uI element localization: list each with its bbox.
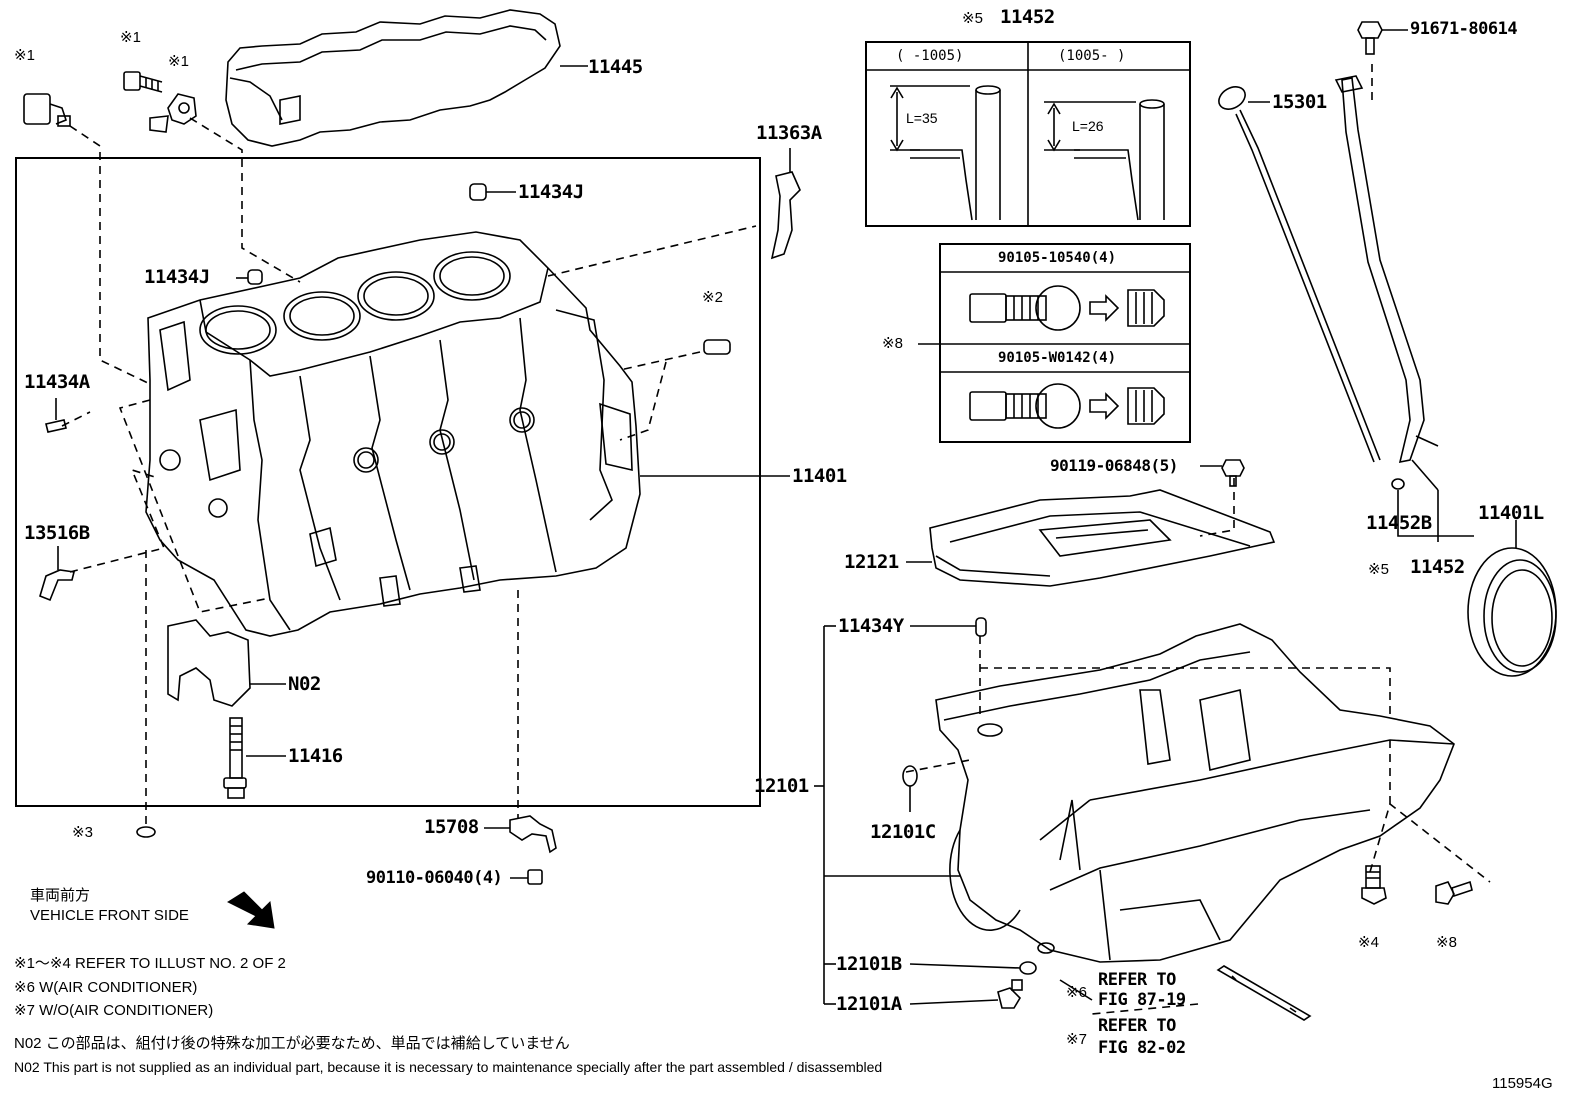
label-11434j-left: 11434J <box>144 266 210 288</box>
label-90105-10540: 90105-10540(4) <box>998 250 1117 266</box>
marker-1c: ※1 <box>168 53 189 70</box>
vehicle-front-en: VEHICLE FRONT SIDE <box>30 907 189 924</box>
label-11434y: 11434Y <box>838 615 904 637</box>
refer-6-line2: FIG 87-19 <box>1098 990 1186 1010</box>
baffle-12121-drawing <box>929 489 1276 587</box>
marker-7: ※7 <box>1066 1031 1087 1048</box>
marker-1b: ※1 <box>120 29 141 46</box>
note-w-ac: ※6 W(AIR CONDITIONER) <box>14 979 198 996</box>
dipstick-drawing <box>1218 86 1381 463</box>
pin-11434a <box>45 419 67 433</box>
label-12121: 12121 <box>844 551 899 573</box>
label-12101: 12101 <box>754 775 809 797</box>
label-11416: 11416 <box>288 745 343 767</box>
guide-tube-drawing <box>1334 75 1439 464</box>
label-90119: 90119-06848(5) <box>1050 456 1178 475</box>
table-11452-len1: L=35 <box>906 110 938 126</box>
label-13516b: 13516B <box>24 522 90 544</box>
table-11452-frame <box>865 41 1191 227</box>
pin-11434j-left <box>247 269 263 285</box>
label-12101c: 12101C <box>870 821 936 843</box>
bolt-drawing-top <box>123 71 163 93</box>
marker-8-bolt: ※8 <box>1436 934 1457 951</box>
plug-12101a-drawing <box>997 979 1023 1009</box>
diagram-id: 115954G <box>1492 1075 1553 1092</box>
table-90105-frame <box>939 243 1191 443</box>
oring-11452b <box>1391 478 1405 490</box>
table-11452-col1: ( -1005) <box>896 48 964 64</box>
oil-pan-drawing <box>935 623 1455 963</box>
sensor-drawing <box>23 93 71 127</box>
note-wo-ac: ※7 W/O(AIR CONDITIONER) <box>14 1002 214 1019</box>
marker-4: ※4 <box>1358 934 1379 951</box>
bearing-cap-drawing <box>167 619 251 707</box>
oring-12101c <box>902 765 918 787</box>
marker-2: ※2 <box>702 289 723 306</box>
nut-drawing-top <box>149 93 197 133</box>
dashed-leaders <box>61 62 1491 1015</box>
nozzle-15708 <box>509 815 557 854</box>
note-n02-jp: N02 この部品は、組付け後の特殊な加工が必要なため、単品では補給していません <box>14 1035 570 1052</box>
label-11401: 11401 <box>792 465 847 487</box>
label-n02: N02 <box>288 673 321 695</box>
table-11452-len2: L=26 <box>1072 118 1104 134</box>
note-n02-en: N02 This part is not supplied as an indi… <box>14 1059 883 1075</box>
cylinder-block-drawing <box>145 231 641 637</box>
label-15301: 15301 <box>1272 91 1327 113</box>
label-91671: 91671-80614 <box>1410 19 1518 39</box>
marker-5-top: ※5 <box>962 10 983 27</box>
stud-drawing <box>1216 965 1312 1021</box>
label-12101a: 12101A <box>836 993 902 1015</box>
vehicle-front-jp: 車両前方 <box>30 887 91 904</box>
marker-1a: ※1 <box>14 47 35 64</box>
marker-3: ※3 <box>72 824 93 841</box>
label-11445: 11445 <box>588 56 643 78</box>
bolt-90110 <box>527 869 543 885</box>
dowel-11434y <box>975 617 987 637</box>
block-frame <box>15 157 761 807</box>
pipe-13516b <box>39 569 75 602</box>
bolt-11416-drawing <box>223 717 247 799</box>
label-15708: 15708 <box>424 816 479 838</box>
gasket-12101b <box>1019 961 1037 975</box>
refer-7-line2: FIG 82-02 <box>1098 1038 1186 1058</box>
pin-11434j-top <box>469 183 487 201</box>
pin-2 <box>703 339 731 355</box>
bolt-4-drawing <box>1361 865 1387 905</box>
oil-seal-drawing <box>1467 547 1557 677</box>
chain-cover-11445-drawing <box>225 9 561 147</box>
label-11434a: 11434A <box>24 371 90 393</box>
bolt-90119-drawing <box>1221 459 1245 487</box>
label-11434j-top: 11434J <box>518 181 584 203</box>
label-11401l: 11401L <box>1478 502 1544 524</box>
bracket-11363a <box>770 171 801 260</box>
marker-8-table: ※8 <box>882 335 903 352</box>
bolt-8-drawing <box>1435 880 1473 905</box>
marker-6: ※6 <box>1066 984 1087 1001</box>
washer-3 <box>136 826 156 838</box>
note-refer-illust: ※1～※4 REFER TO ILLUST NO. 2 OF 2 <box>14 955 286 972</box>
label-11452-top: 11452 <box>1000 6 1055 28</box>
refer-7-line1: REFER TO <box>1098 1016 1176 1036</box>
bolt-91671-drawing <box>1357 21 1383 55</box>
front-arrow-icon <box>226 891 275 929</box>
marker-5-bottom: ※5 <box>1368 561 1389 578</box>
label-11363a: 11363A <box>756 122 822 144</box>
label-12101b: 12101B <box>836 953 902 975</box>
label-90110: 90110-06040(4) <box>366 868 503 888</box>
table-11452-col2: (1005- ) <box>1058 48 1126 64</box>
label-11452-bottom: 11452 <box>1410 556 1465 578</box>
refer-6-line1: REFER TO <box>1098 970 1176 990</box>
label-90105-w0142: 90105-W0142(4) <box>998 350 1117 366</box>
label-11452b: 11452B <box>1366 512 1432 534</box>
